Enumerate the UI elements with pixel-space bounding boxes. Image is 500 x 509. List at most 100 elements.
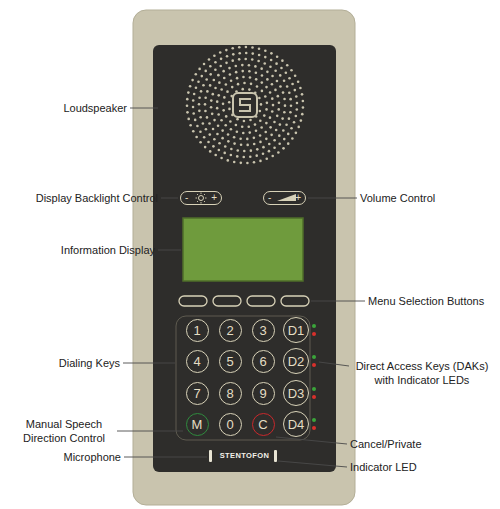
grille-hole — [297, 126, 300, 129]
grille-hole — [283, 98, 286, 101]
grille-hole — [296, 102, 299, 105]
grille-hole — [246, 138, 249, 141]
key: D3 — [283, 380, 309, 406]
grille-hole — [264, 95, 267, 98]
grille-hole — [259, 119, 262, 122]
grille-hole — [251, 52, 254, 55]
grille-hole — [261, 90, 264, 93]
grille-hole — [285, 123, 288, 126]
grille-hole — [209, 73, 212, 76]
grille-hole — [192, 99, 195, 102]
grille-hole — [260, 103, 263, 106]
faceplate — [153, 45, 336, 472]
grille-hole — [289, 111, 292, 114]
grille-hole — [271, 155, 274, 158]
grille-hole — [242, 132, 245, 135]
grille-hole — [219, 51, 222, 54]
grille-hole — [198, 103, 201, 106]
grille-hole — [226, 55, 229, 58]
grille-hole — [193, 93, 196, 96]
grille-hole — [243, 150, 246, 153]
grille-hole — [284, 104, 287, 107]
grille-hole — [264, 131, 267, 134]
grille-hole — [260, 67, 263, 70]
grille-hole — [282, 147, 285, 150]
grille-hole — [270, 59, 273, 62]
grille-hole — [261, 81, 264, 84]
callout-label: Direct Access Keys (DAKs) with Indicator… — [352, 359, 492, 387]
grille-hole — [192, 106, 195, 109]
key-legend: M — [192, 418, 203, 431]
grille-hole — [262, 146, 265, 149]
grille-hole — [191, 79, 194, 82]
grille-hole — [258, 47, 261, 50]
grille-hole — [232, 53, 235, 56]
grille-hole — [187, 91, 190, 94]
grille-hole — [235, 124, 238, 127]
grille-hole — [249, 155, 252, 158]
callout-label: Dialing Keys — [59, 356, 120, 370]
grille-hole — [276, 55, 279, 58]
leader-line — [161, 198, 178, 199]
grille-hole — [223, 77, 226, 80]
grille-hole — [270, 52, 273, 55]
grille-hole — [265, 138, 268, 141]
grille-hole — [250, 83, 253, 86]
grille-hole — [198, 110, 201, 113]
grille-hole — [255, 129, 258, 132]
grille-hole — [245, 46, 248, 49]
key: D4 — [283, 411, 309, 437]
grille-hole — [218, 81, 221, 84]
grille-hole — [236, 149, 239, 152]
grille-hole — [277, 151, 280, 154]
grille-hole — [270, 134, 273, 137]
grille-hole — [266, 71, 269, 74]
grille-hole — [186, 98, 189, 101]
grille-hole — [213, 138, 216, 141]
grille-hole — [204, 103, 207, 106]
key-legend: 9 — [259, 387, 266, 400]
grille-hole — [225, 62, 228, 65]
rocker-sign: + — [211, 193, 217, 203]
key-legend: D4 — [288, 418, 305, 431]
grille-hole — [287, 142, 290, 145]
grille-hole — [291, 83, 294, 86]
grille-hole — [283, 111, 286, 114]
logo-mark — [239, 99, 251, 111]
grille-hole — [227, 140, 230, 143]
grille-hole — [218, 142, 221, 145]
grille-hole — [230, 79, 233, 82]
grille-hole — [196, 125, 199, 128]
grille-hole — [271, 110, 274, 113]
grille-hole — [198, 96, 201, 99]
grille-hole — [203, 136, 206, 139]
grille-hole — [225, 115, 228, 118]
callout-label: Volume Control — [360, 191, 435, 205]
grille-hole — [236, 77, 239, 80]
grille-hole — [238, 52, 241, 55]
grille-hole — [214, 68, 217, 71]
grille-hole — [192, 112, 195, 115]
grille-hole — [204, 96, 207, 99]
key: 6 — [252, 350, 275, 373]
grille-hole — [278, 101, 281, 104]
grille-hole — [273, 146, 276, 149]
grille-hole — [205, 128, 208, 131]
volume-icon — [277, 194, 296, 201]
key-legend: D1 — [288, 324, 305, 337]
grille-hole — [248, 88, 251, 91]
callout-label: Cancel/Private — [350, 437, 422, 451]
key-legend: 2 — [226, 324, 233, 337]
key-legend: 0 — [226, 418, 233, 431]
grille-hole — [238, 58, 241, 61]
callout-label: Information Display — [61, 243, 155, 257]
key-legend: D2 — [288, 355, 305, 368]
grille-hole — [210, 99, 213, 102]
grille-hole — [288, 77, 291, 80]
grille-hole — [302, 100, 305, 103]
grille-hole — [299, 87, 302, 90]
grille-hole — [241, 126, 244, 129]
grille-hole — [236, 130, 239, 133]
grille-hole — [212, 128, 215, 131]
